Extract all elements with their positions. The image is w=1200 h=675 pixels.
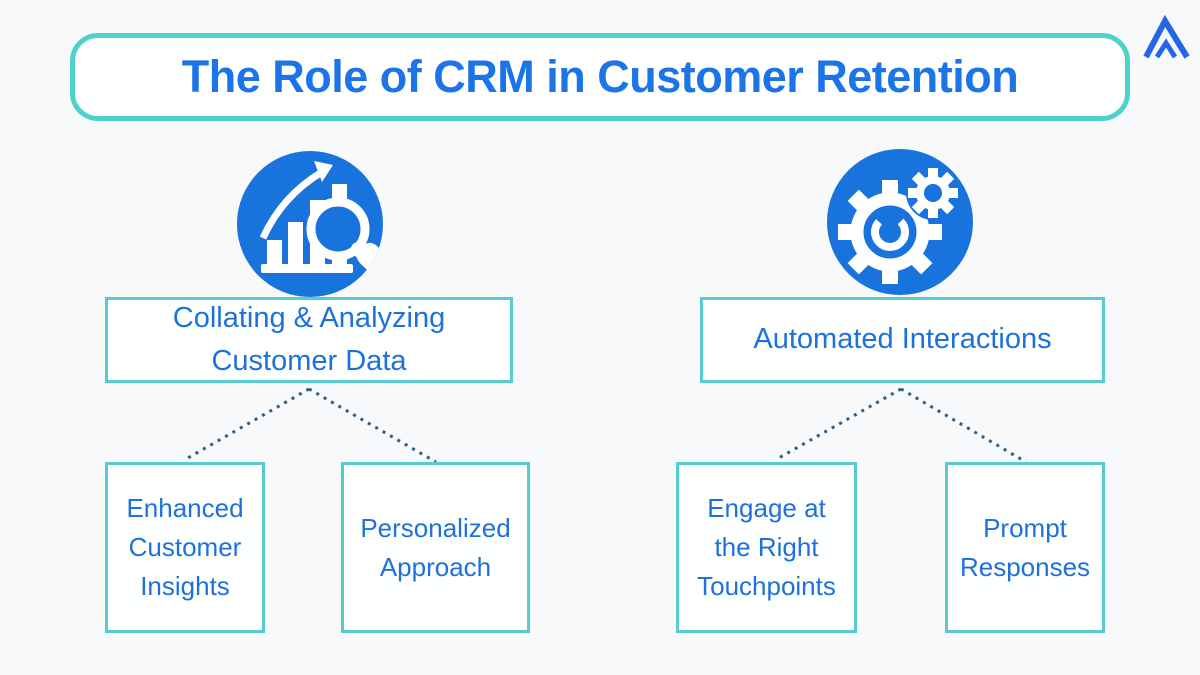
- page-title: The Role of CRM in Customer Retention: [181, 51, 1019, 102]
- benefit-label: Enhanced Customer Insights: [126, 493, 244, 601]
- benefit-box-engage-right-touchpoints: Engage at the Right Touchpoints: [676, 462, 857, 633]
- automation-gears-icon: [827, 149, 973, 295]
- category-box-collating-analyzing: Collating & Analyzing Customer Data: [105, 297, 513, 383]
- category-box-automated-interactions: Automated Interactions: [700, 297, 1105, 383]
- mountain-logo-icon: [1143, 13, 1190, 59]
- analytics-magnifier-icon: [237, 151, 383, 297]
- benefit-box-personalized-approach: Personalized Approach: [341, 462, 530, 633]
- benefit-label: Prompt Responses: [959, 512, 1091, 582]
- title-banner: The Role of CRM in Customer Retention: [70, 33, 1130, 121]
- benefit-box-enhanced-customer-insights: Enhanced Customer Insights: [105, 462, 265, 633]
- benefit-box-prompt-responses: Prompt Responses: [945, 462, 1105, 633]
- benefit-label: Engage at the Right Touchpoints: [697, 493, 836, 601]
- benefit-label: Personalized Approach: [360, 512, 511, 582]
- category-label: Automated Interactions: [753, 323, 1052, 356]
- category-label: Collating & Analyzing Customer Data: [172, 301, 446, 378]
